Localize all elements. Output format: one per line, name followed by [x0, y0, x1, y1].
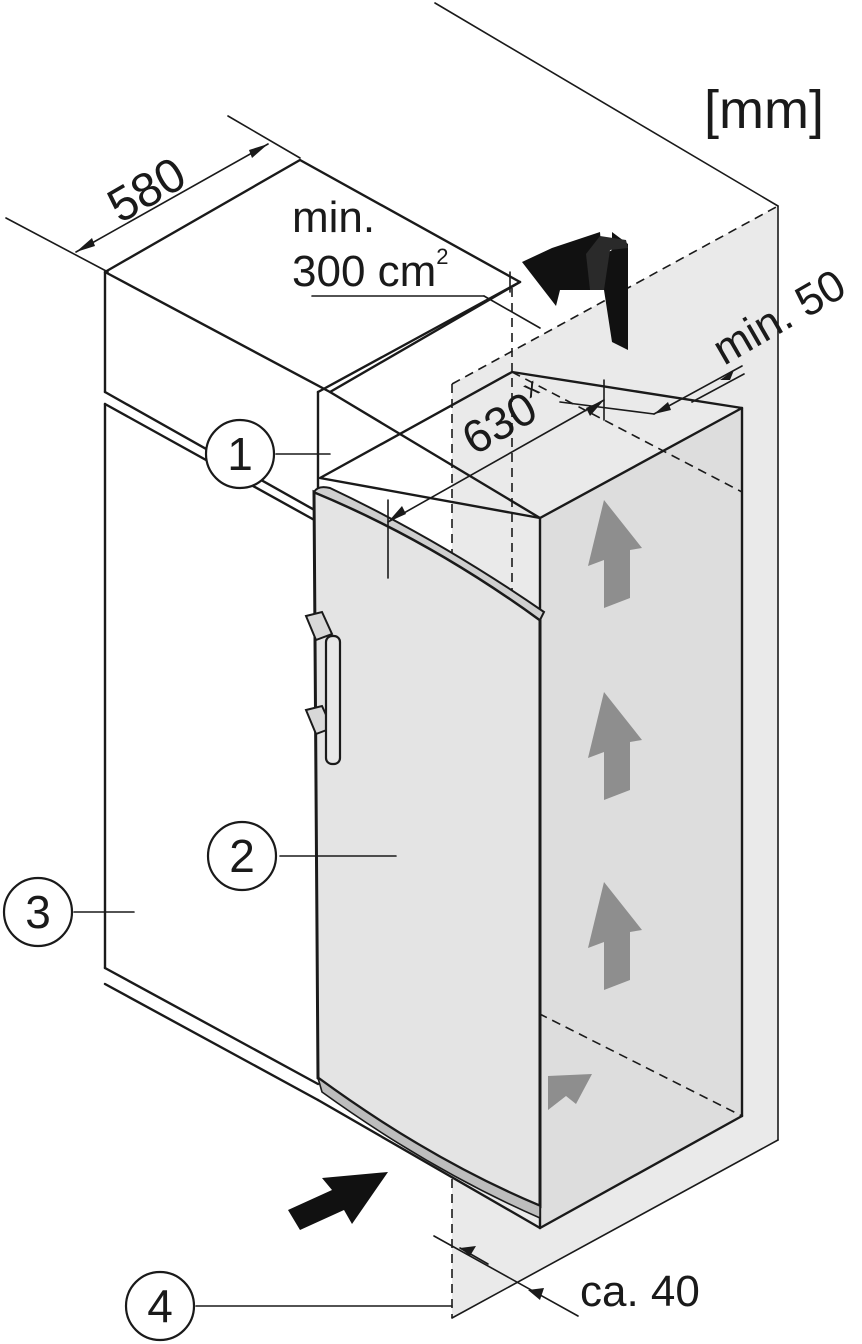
width-label: 580 [99, 148, 195, 234]
svg-text:2: 2 [229, 830, 255, 882]
appliance-door [312, 486, 546, 1220]
airflow-up-arrows [548, 500, 642, 1110]
callout-3: 3 [2, 876, 135, 948]
callout-1: 1 [204, 418, 331, 490]
callout-4: 4 [124, 1270, 453, 1342]
air-exhaust-arrow [522, 232, 628, 350]
svg-text:4: 4 [147, 1280, 173, 1332]
door-handle [304, 610, 342, 766]
unit-label: [mm] [704, 80, 824, 140]
vent-area-line1: min. [292, 193, 375, 242]
air-intake-arrow [288, 1172, 388, 1230]
svg-text:3: 3 [25, 886, 51, 938]
airflow-up-arrow [548, 1074, 592, 1110]
vent-area-line2: 300 cm2 [292, 244, 449, 296]
airflow-up-arrow [588, 882, 642, 990]
vent-area-note: min. 300 cm2 [292, 193, 541, 329]
bottom-gap-label: ca. 40 [580, 1267, 700, 1316]
callout-2: 2 [206, 820, 397, 892]
airflow-up-arrow [588, 500, 642, 608]
dimension-bottom-gap: ca. 40 [433, 1235, 700, 1317]
dimension-width: 580 [5, 115, 301, 273]
svg-text:1: 1 [227, 428, 253, 480]
airflow-up-arrow [588, 692, 642, 800]
